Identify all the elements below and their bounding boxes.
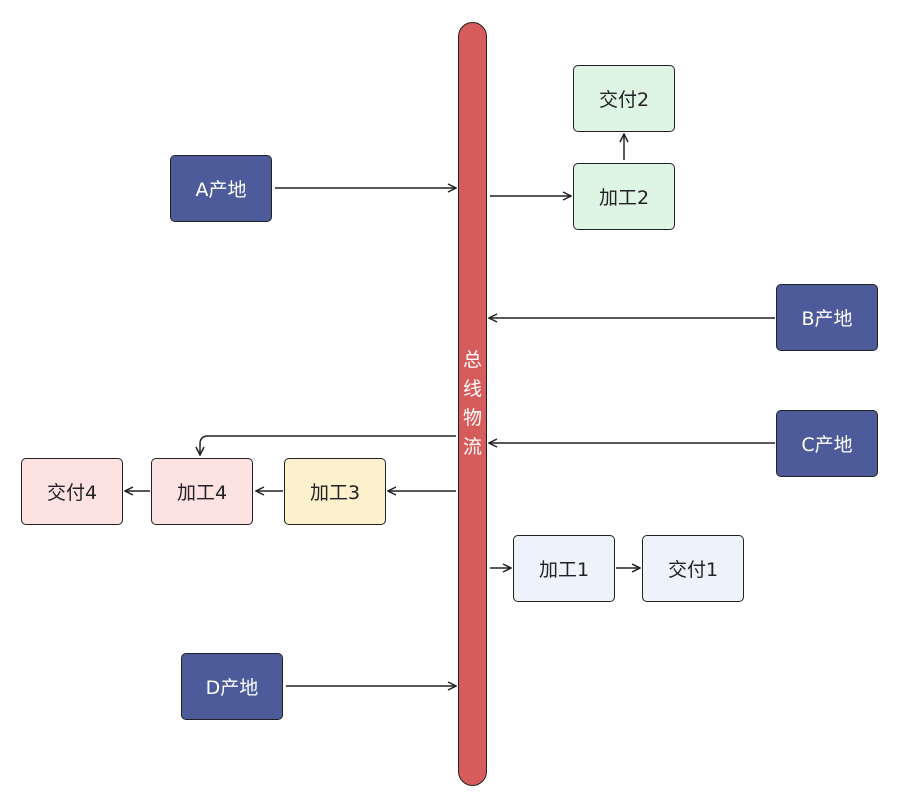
process-2: 加工2 xyxy=(573,163,675,230)
delivery-2: 交付2 xyxy=(573,65,675,132)
delivery-1-label: 交付1 xyxy=(667,559,719,581)
arrow-bus-to-process-4 xyxy=(200,435,456,455)
process-3: 加工3 xyxy=(284,458,386,525)
process-1-label: 加工1 xyxy=(538,559,590,581)
process-2-label: 加工2 xyxy=(598,187,650,209)
origin-b: B产地 xyxy=(776,284,878,351)
bus-logistics: 总线物流 xyxy=(458,22,487,786)
bus-label: 总线物流 xyxy=(462,349,482,458)
delivery-1: 交付1 xyxy=(642,535,744,602)
delivery-4-label: 交付4 xyxy=(46,482,98,504)
origin-a: A产地 xyxy=(170,155,272,222)
process-3-label: 加工3 xyxy=(309,482,361,504)
origin-d-label: D产地 xyxy=(205,677,259,699)
delivery-2-label: 交付2 xyxy=(598,89,650,111)
origin-b-label: B产地 xyxy=(801,308,853,330)
origin-c-label: C产地 xyxy=(801,434,853,456)
origin-a-label: A产地 xyxy=(195,179,247,201)
delivery-4: 交付4 xyxy=(21,458,123,525)
process-4: 加工4 xyxy=(151,458,253,525)
origin-d: D产地 xyxy=(181,653,283,720)
process-4-label: 加工4 xyxy=(176,482,228,504)
process-1: 加工1 xyxy=(513,535,615,602)
origin-c: C产地 xyxy=(776,410,878,477)
